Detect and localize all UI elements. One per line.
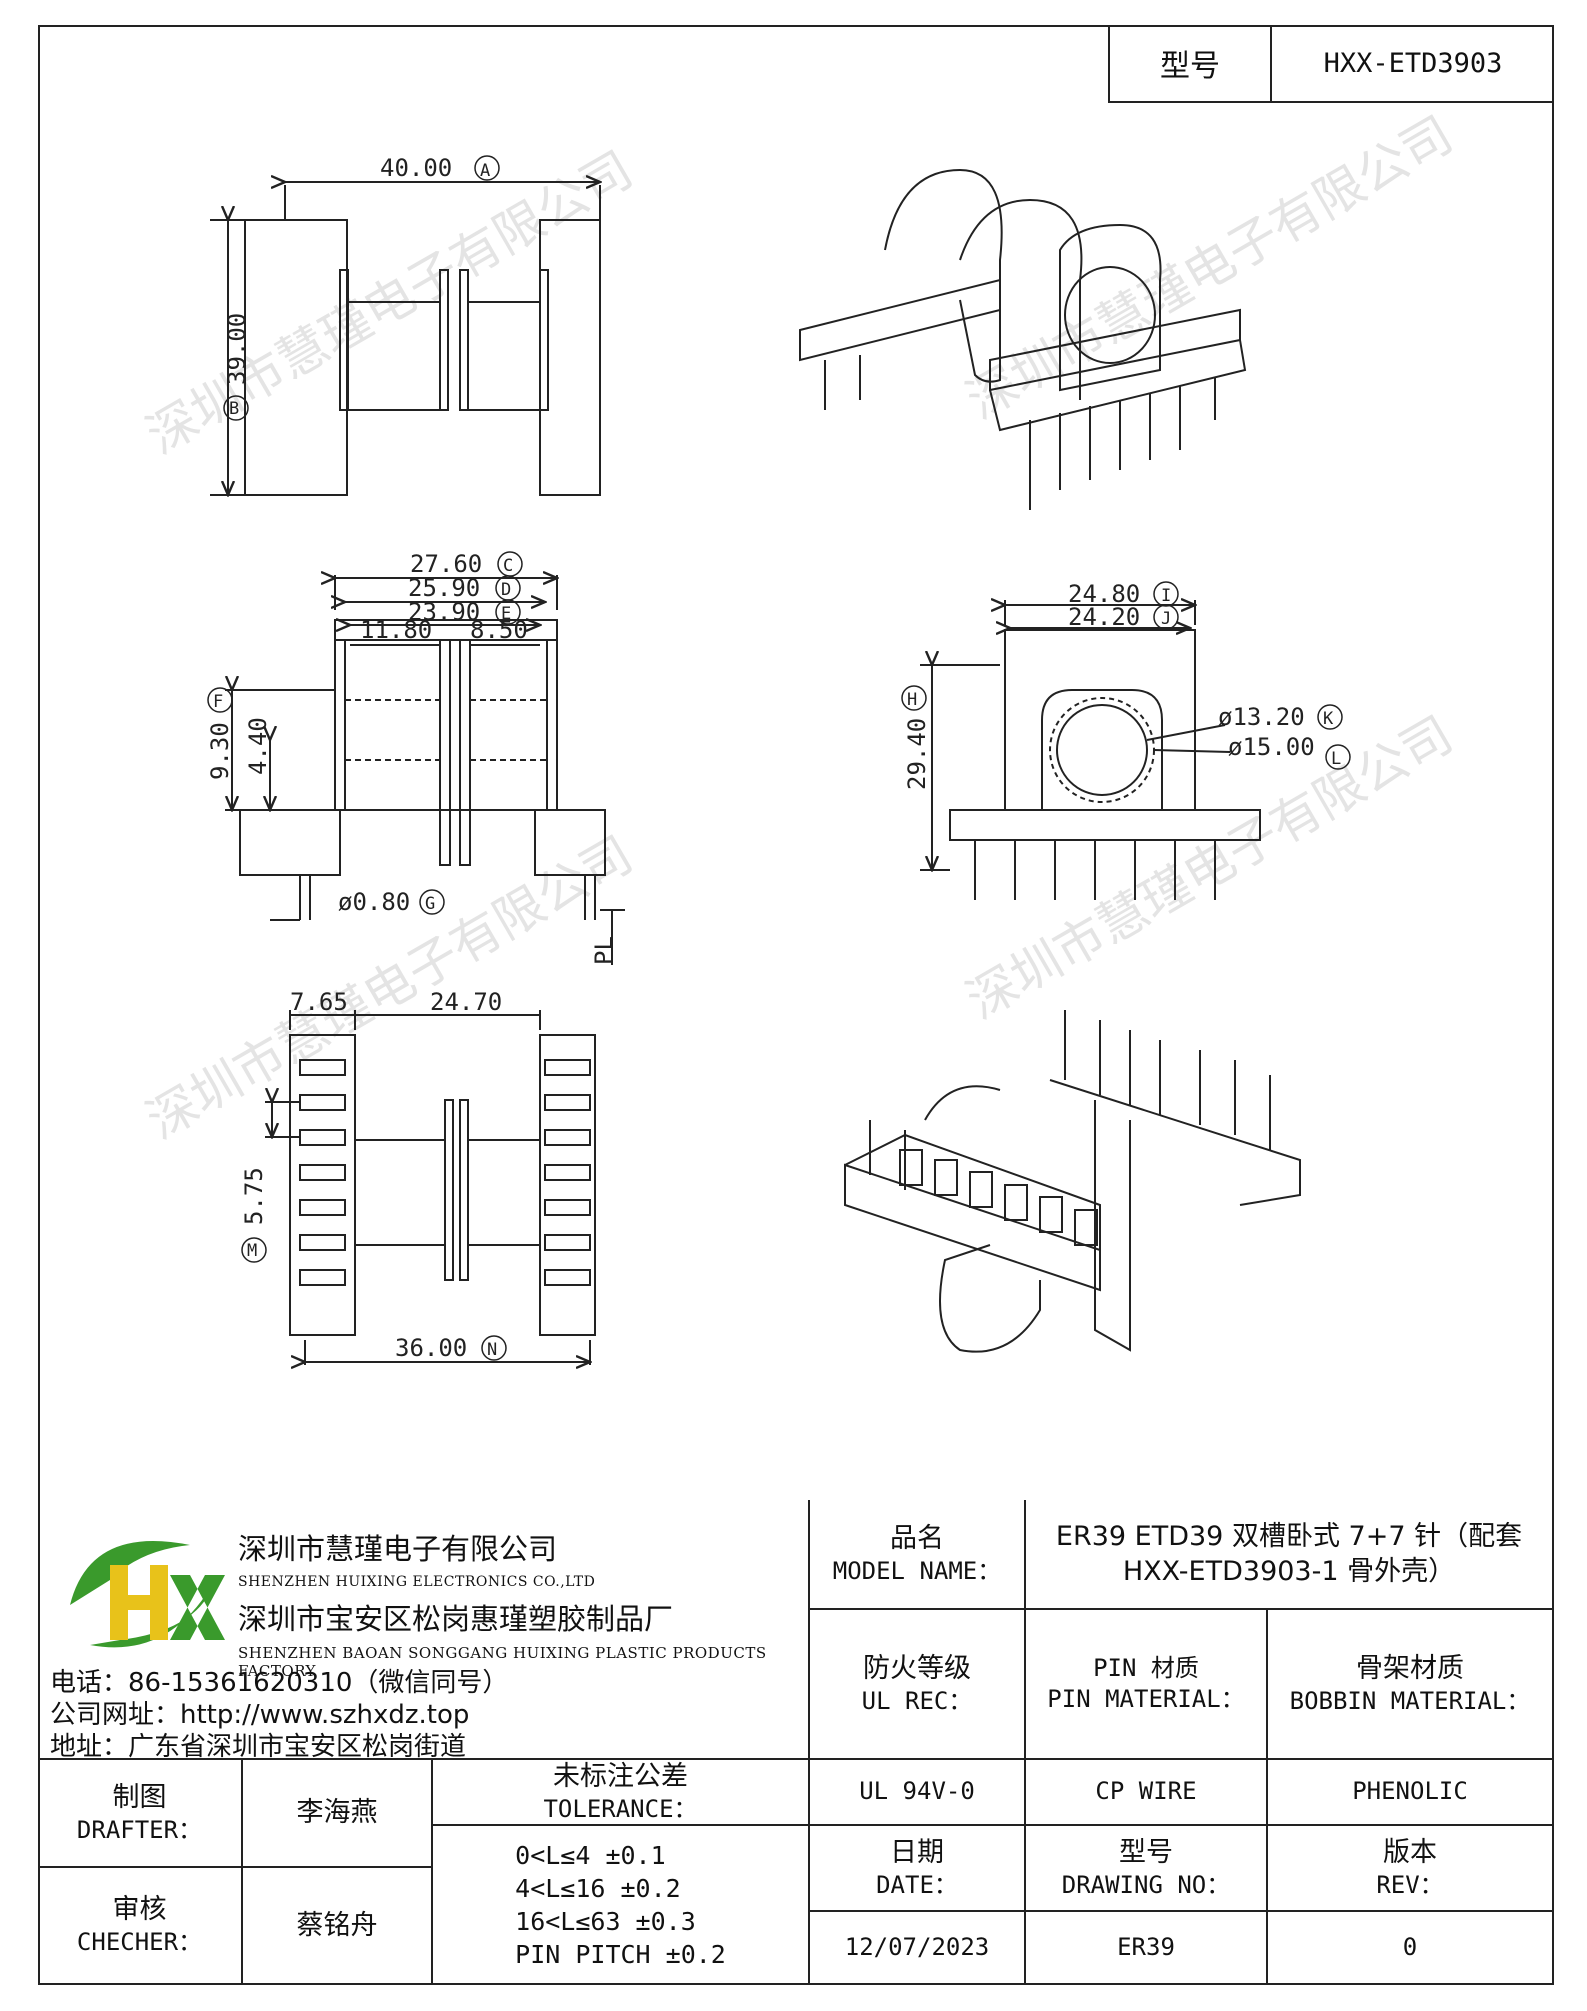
ul-value: UL 94V-0 — [810, 1760, 1026, 1826]
dim-l: ø15.00 — [1228, 733, 1315, 761]
dim-i: 24.80 — [1068, 580, 1140, 608]
title-block: 深圳市慧瑾电子有限公司 SHENZHEN HUIXING ELECTRONICS… — [38, 1500, 1554, 1985]
tolerance-row: 16<L≤63 ±0.3 — [515, 1906, 696, 1936]
model-value: HXX-ETD3903 — [1323, 47, 1503, 79]
dim-k: ø13.20 — [1218, 703, 1305, 731]
checker-name: 蔡铭舟 — [243, 1868, 433, 1985]
tolerance-row: 4<L≤16 ±0.2 — [515, 1873, 681, 1903]
tag-c: C — [503, 556, 513, 576]
model-label: 型号 — [1110, 25, 1272, 101]
tag-d: D — [501, 580, 511, 600]
tag-f: F — [213, 692, 223, 712]
website: 公司网址：http://www.szhxdz.top — [50, 1700, 470, 1730]
dim-left-slot: 11.80 — [360, 616, 432, 644]
dim-right-slot: 8.50 — [470, 616, 528, 644]
dim-body-w: 24.70 — [430, 988, 502, 1016]
dim-j: 24.20 — [1068, 603, 1140, 631]
tag-n: N — [487, 1340, 497, 1360]
tag-h: H — [907, 690, 917, 710]
address: 地址：广东省深圳市宝安区松岗街道 — [50, 1732, 467, 1762]
tag-a: A — [480, 161, 490, 181]
dim-pl: PL — [590, 936, 618, 965]
isometric-bottom-view — [844, 1010, 1301, 1353]
tolerance-row: PIN PITCH ±0.2 — [515, 1939, 726, 1969]
tag-k: K — [1323, 709, 1334, 729]
phone: 电话：86-15361620310（微信同号） — [50, 1668, 509, 1698]
watermark: 深圳市慧瑾电子有限公司 — [957, 705, 1462, 1030]
bottom-view — [265, 1010, 596, 1365]
tag-g: G — [425, 894, 435, 914]
rev-value: 0 — [1268, 1912, 1554, 1985]
dim-n: 36.00 — [395, 1334, 467, 1362]
drawing-no-value: ER39 — [1026, 1912, 1268, 1985]
pin-value: CP WIRE — [1026, 1760, 1268, 1826]
dim-c: 27.60 — [410, 550, 482, 578]
company-name-en: SHENZHEN HUIXING ELECTRONICS CO.,LTD — [238, 1574, 596, 1590]
dim-g: ø0.80 — [338, 888, 410, 916]
factory-name-en: SHENZHEN BAOAN SONGGANG HUIXING PLASTIC … — [238, 1644, 767, 1680]
hx-logo-icon — [70, 1541, 225, 1648]
dim-a: 40.00 — [380, 154, 452, 182]
tag-m: M — [247, 1241, 257, 1261]
dim-b: 39.00 — [223, 313, 251, 385]
isometric-top-view — [799, 168, 1247, 510]
tag-e: E — [501, 604, 511, 624]
bobbin-value: PHENOLIC — [1268, 1760, 1554, 1826]
tolerance-row: 0<L≤4 ±0.1 — [515, 1840, 666, 1870]
watermark: 深圳市慧瑾电子有限公司 — [137, 825, 642, 1150]
dim-e: 23.90 — [408, 598, 480, 626]
factory-name-cn: 深圳市宝安区松岗惠瑾塑胶制品厂 — [238, 1602, 674, 1636]
dim-d: 25.90 — [408, 574, 480, 602]
front-view — [225, 575, 625, 965]
tolerance-values: 0<L≤4 ±0.1 4<L≤16 ±0.2 16<L≤63 ±0.3 PIN … — [433, 1826, 810, 1985]
dim-flange-h: 4.40 — [244, 717, 272, 775]
tag-j: J — [1161, 609, 1171, 629]
tag-b: B — [229, 399, 239, 419]
date-value: 12/07/2023 — [810, 1912, 1026, 1985]
tag-l: L — [1331, 749, 1341, 769]
technical-drawing: 深圳市慧瑾电子有限公司 深圳市慧瑾电子有限公司 深圳市慧瑾电子有限公司 深圳市慧… — [137, 105, 1462, 1500]
dim-m: 5.75 — [240, 1167, 268, 1225]
dim-left-w: 7.65 — [290, 988, 348, 1016]
company-area: 深圳市慧瑾电子有限公司 SHENZHEN HUIXING ELECTRONICS… — [38, 1500, 810, 1762]
drafter-name: 李海燕 — [243, 1760, 433, 1868]
model-box: 型号 HXX-ETD3903 — [1108, 25, 1554, 103]
dim-f: 9.30 — [206, 722, 234, 780]
tag-i: I — [1161, 586, 1171, 606]
company-name-cn: 深圳市慧瑾电子有限公司 — [238, 1532, 558, 1566]
top-view — [210, 182, 600, 495]
dim-h: 29.40 — [903, 718, 931, 790]
